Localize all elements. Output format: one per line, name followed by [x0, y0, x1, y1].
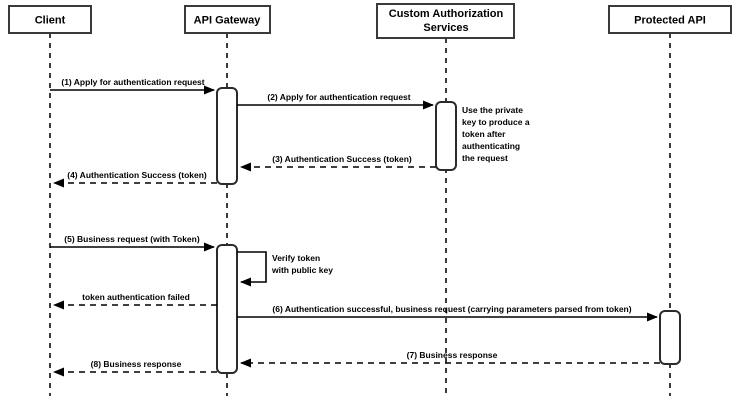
message-self-verify-token-label-line2: with public key	[271, 265, 333, 275]
message-token-authentication-failed: token authentication failed	[52, 292, 217, 310]
message-2-label: (2) Apply for authentication request	[267, 92, 410, 102]
message-7: (7) Business response	[239, 350, 660, 368]
message-self-verify-token: Verify token with public key	[237, 251, 333, 287]
note-private-key-line-1: Use the private	[462, 105, 523, 115]
activation-bar-api-gateway-2	[216, 244, 238, 374]
participant-protected-api-label: Protected API	[634, 14, 706, 26]
note-private-key: Use the private key to produce a token a…	[462, 105, 530, 163]
message-1: (1) Apply for authentication request	[50, 77, 216, 95]
participant-api-gateway-label: API Gateway	[194, 14, 262, 26]
note-private-key-line-2: key to produce a	[462, 117, 530, 127]
message-3-label: (3) Authentication Success (token)	[272, 154, 412, 164]
message-6: (6) Authentication successful, business …	[237, 304, 659, 322]
message-4-label: (4) Authentication Success (token)	[67, 170, 207, 180]
participant-custom-authorization-services[interactable]: Custom Authorization Services	[376, 3, 515, 39]
message-5: (5) Business request (with Token)	[50, 234, 216, 252]
message-8: (8) Business response	[52, 359, 217, 377]
participant-api-gateway[interactable]: API Gateway	[184, 5, 271, 34]
activation-bar-protected-api	[659, 310, 681, 365]
message-8-label: (8) Business response	[91, 359, 182, 369]
note-private-key-line-4: authenticating	[462, 141, 520, 151]
message-7-label: (7) Business response	[407, 350, 498, 360]
message-self-verify-token-label-line1: Verify token	[272, 253, 320, 263]
note-private-key-line-5: the request	[462, 153, 508, 163]
message-3: (3) Authentication Success (token)	[239, 154, 436, 172]
message-5-label: (5) Business request (with Token)	[64, 234, 200, 244]
participant-client-label: Client	[35, 14, 66, 26]
message-6-label: (6) Authentication successful, business …	[272, 304, 631, 314]
participant-custom-authorization-services-label-line2: Services	[423, 22, 468, 34]
activation-bar-custom-authorization-services	[435, 101, 457, 171]
participant-protected-api[interactable]: Protected API	[608, 5, 732, 34]
message-token-authentication-failed-label: token authentication failed	[82, 292, 190, 302]
message-self-verify-token-arrow	[237, 251, 267, 287]
activation-bar-api-gateway-1	[216, 87, 238, 185]
participant-client[interactable]: Client	[8, 5, 92, 34]
participant-custom-authorization-services-label-line1: Custom Authorization	[389, 8, 504, 20]
message-1-label: (1) Apply for authentication request	[61, 77, 204, 87]
message-2: (2) Apply for authentication request	[237, 92, 435, 110]
note-private-key-line-3: token after	[462, 129, 506, 139]
message-4: (4) Authentication Success (token)	[52, 170, 217, 188]
